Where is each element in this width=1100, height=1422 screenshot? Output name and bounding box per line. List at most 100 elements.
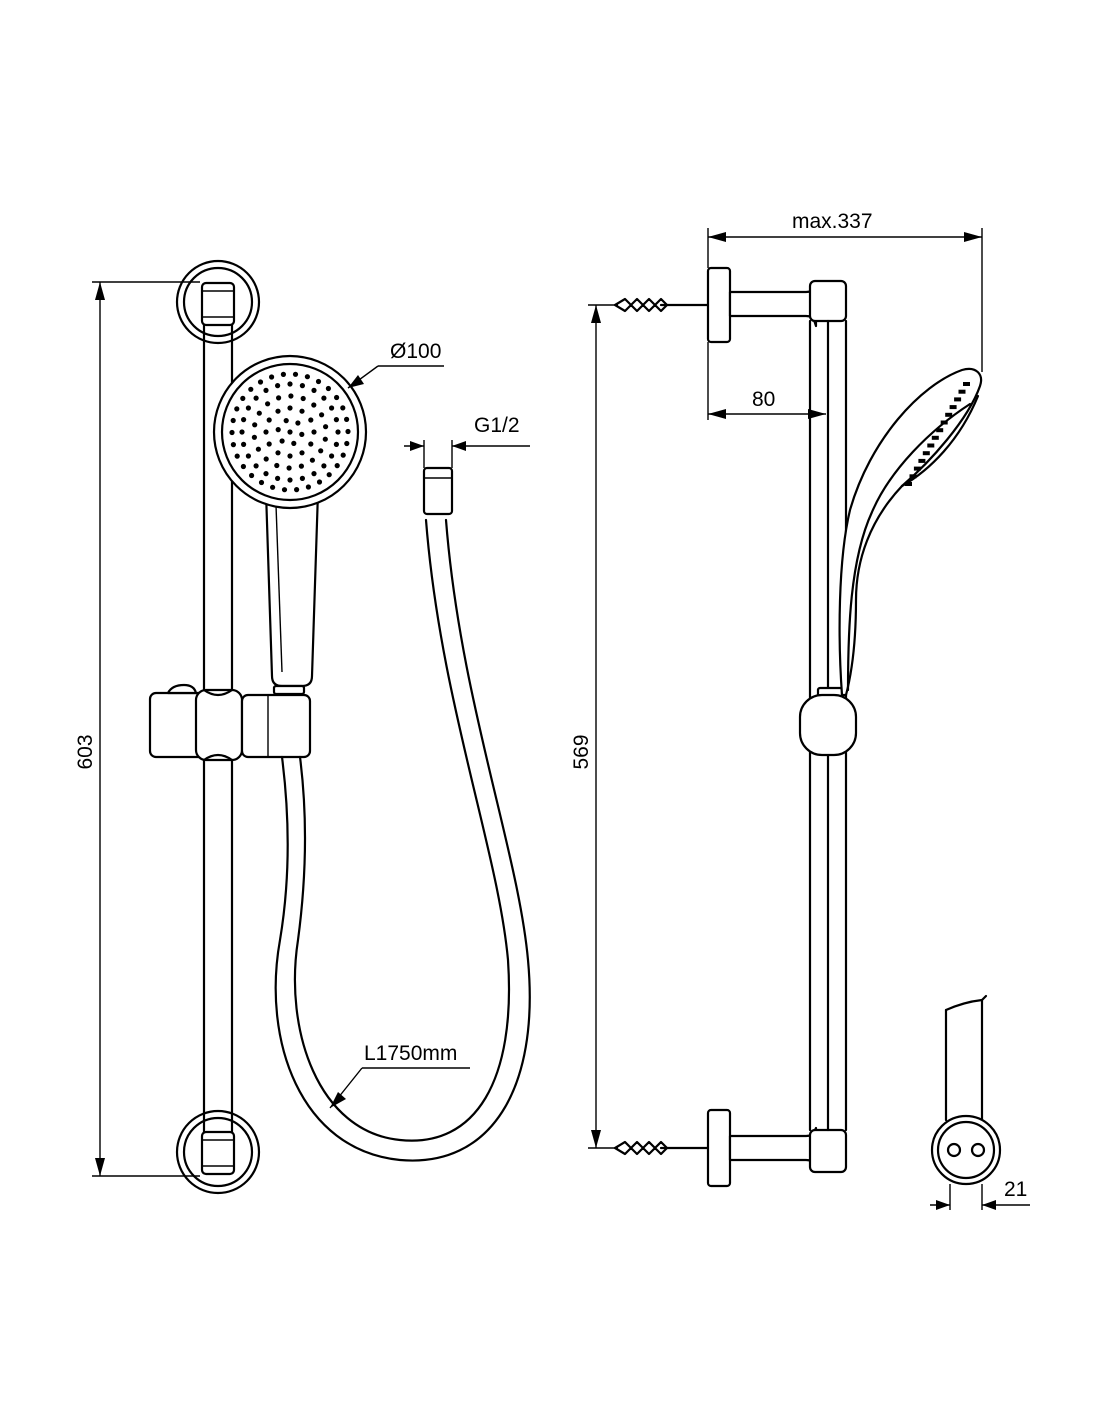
spray-nozzle bbox=[333, 417, 339, 423]
spray-nozzle bbox=[294, 487, 300, 493]
max-projection-label: max.337 bbox=[792, 210, 873, 233]
spray-nozzle bbox=[287, 381, 293, 387]
spray-nozzle bbox=[269, 374, 275, 380]
top-bracket-side bbox=[613, 266, 848, 344]
hand-shower-front bbox=[212, 354, 368, 696]
spray-nozzle bbox=[329, 405, 335, 411]
hose-connector-label: G1/2 bbox=[474, 414, 520, 437]
spray-nozzle bbox=[266, 441, 272, 447]
dimension-bracket-projection: 80 bbox=[707, 342, 826, 420]
spray-nozzle bbox=[311, 402, 317, 408]
spray-nozzles bbox=[229, 371, 351, 493]
dimension-hose-length: L1750mm bbox=[329, 1042, 470, 1109]
spray-nozzle bbox=[245, 453, 251, 459]
side-nozzle bbox=[940, 420, 948, 425]
shower-rail bbox=[202, 323, 234, 1134]
spray-nozzle bbox=[287, 405, 293, 411]
spray-nozzle bbox=[333, 441, 339, 447]
spray-nozzle bbox=[230, 417, 236, 424]
hand-shower-side bbox=[838, 367, 983, 697]
spray-nozzle bbox=[295, 420, 301, 426]
spray-nozzle bbox=[299, 450, 305, 456]
spray-nozzle bbox=[292, 371, 299, 377]
side-nozzle bbox=[958, 389, 966, 394]
spray-nozzle bbox=[252, 422, 258, 428]
spray-nozzle bbox=[287, 477, 293, 483]
rail-diameter-label: 21 bbox=[1004, 1178, 1027, 1201]
spray-nozzle bbox=[299, 431, 305, 437]
spray-nozzle bbox=[298, 463, 304, 469]
side-nozzle bbox=[909, 474, 917, 479]
spray-nozzle bbox=[315, 378, 322, 385]
dimension-max-projection: max.337 bbox=[707, 210, 983, 372]
spray-nozzle bbox=[241, 441, 247, 447]
spray-nozzle bbox=[263, 387, 269, 393]
spray-nozzle bbox=[287, 453, 293, 459]
spray-nozzle bbox=[288, 393, 294, 399]
side-nozzle bbox=[913, 466, 921, 471]
spray-nozzle bbox=[316, 479, 323, 485]
dimension-fixing-centres: 569 bbox=[570, 304, 618, 1149]
side-nozzle bbox=[905, 482, 912, 486]
spray-nozzle bbox=[334, 394, 340, 401]
dimension-hose-connector: G1/2 bbox=[404, 414, 530, 468]
slider-side bbox=[798, 686, 858, 757]
spray-nozzle bbox=[257, 379, 264, 385]
spray-nozzle bbox=[321, 395, 327, 401]
side-nozzle bbox=[963, 382, 970, 386]
spray-nozzle bbox=[275, 408, 281, 414]
spray-nozzle bbox=[311, 471, 317, 477]
spray-nozzle bbox=[319, 412, 325, 418]
bottom-wall-bracket bbox=[175, 1109, 261, 1195]
spray-nozzle bbox=[345, 428, 351, 435]
spray-nozzle bbox=[248, 386, 254, 392]
spray-nozzle bbox=[239, 429, 245, 435]
spray-nozzle bbox=[340, 405, 346, 411]
spray-nozzle bbox=[229, 429, 235, 436]
spray-nozzle bbox=[234, 453, 240, 459]
spray-nozzle bbox=[230, 442, 236, 448]
spray-nozzle bbox=[275, 383, 281, 389]
spray-nozzle bbox=[299, 475, 305, 481]
side-nozzle bbox=[927, 443, 935, 448]
spray-nozzle bbox=[253, 395, 259, 401]
spray-nozzle bbox=[300, 395, 306, 402]
spray-nozzle bbox=[275, 450, 281, 456]
spray-nozzle bbox=[326, 472, 332, 478]
spray-nozzle bbox=[283, 418, 289, 424]
spray-nozzle bbox=[240, 395, 246, 401]
side-spray-nozzles bbox=[905, 382, 970, 486]
spray-nozzle bbox=[270, 484, 276, 490]
overall-height-label: 603 bbox=[74, 734, 97, 769]
spray-nozzle bbox=[263, 429, 269, 435]
side-nozzle bbox=[922, 451, 930, 456]
side-nozzle bbox=[945, 412, 953, 417]
spray-nozzle bbox=[245, 405, 251, 411]
spray-nozzle bbox=[309, 457, 315, 463]
spray-nozzle bbox=[308, 417, 314, 423]
spray-nozzle bbox=[318, 448, 324, 454]
spray-nozzle bbox=[286, 465, 292, 471]
spray-nozzle bbox=[325, 385, 331, 392]
spray-nozzle bbox=[281, 487, 288, 493]
spray-nozzle bbox=[263, 456, 269, 462]
spray-nozzle bbox=[276, 395, 282, 401]
spray-nozzle bbox=[335, 429, 341, 435]
spray-nozzle bbox=[299, 383, 305, 389]
spray-nozzle bbox=[344, 440, 350, 447]
spray-nozzle bbox=[305, 484, 311, 490]
spray-nozzle bbox=[344, 416, 350, 422]
spray-nozzle bbox=[322, 436, 328, 442]
side-nozzle bbox=[936, 428, 944, 433]
spray-nozzle bbox=[279, 438, 285, 444]
spray-nozzle bbox=[258, 479, 265, 486]
hose-length-label: L1750mm bbox=[364, 1042, 457, 1065]
side-nozzle bbox=[949, 405, 957, 410]
spray-nozzle bbox=[280, 371, 286, 377]
slider-holder bbox=[148, 683, 312, 762]
spray-nozzle bbox=[308, 441, 314, 447]
spray-nozzle bbox=[256, 410, 262, 416]
spray-nozzle bbox=[304, 374, 310, 380]
side-view: 569 max.337 80 bbox=[570, 210, 1030, 1210]
